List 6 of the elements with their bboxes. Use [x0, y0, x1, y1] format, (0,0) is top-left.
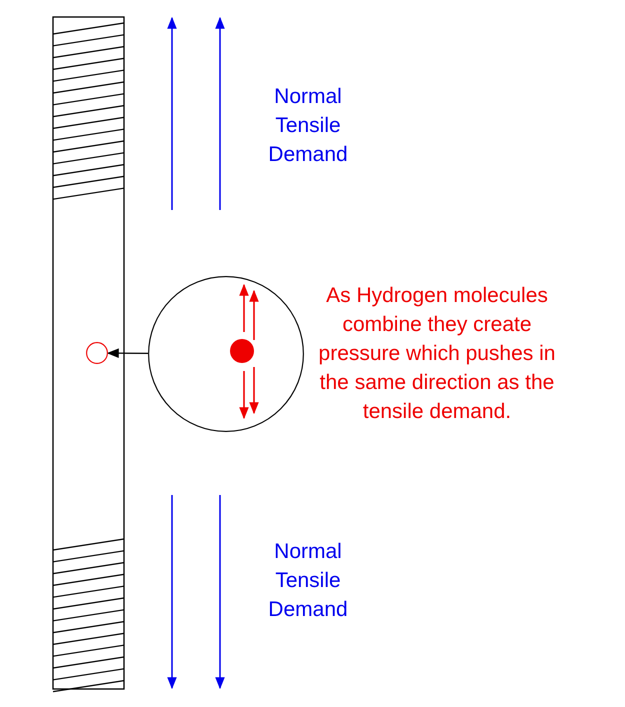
load-label: Normal Tensile Demand	[267, 84, 349, 168]
leader-line	[106, 348, 148, 358]
detail-marker-circle	[86, 342, 108, 364]
load-label: Normal Tensile Demand	[267, 539, 349, 623]
explanation-note: As Hydrogen molecules combine they create pressure which pushes in the same direction as the tensile demand.	[318, 283, 556, 425]
magnified-detail-circle	[148, 276, 304, 432]
